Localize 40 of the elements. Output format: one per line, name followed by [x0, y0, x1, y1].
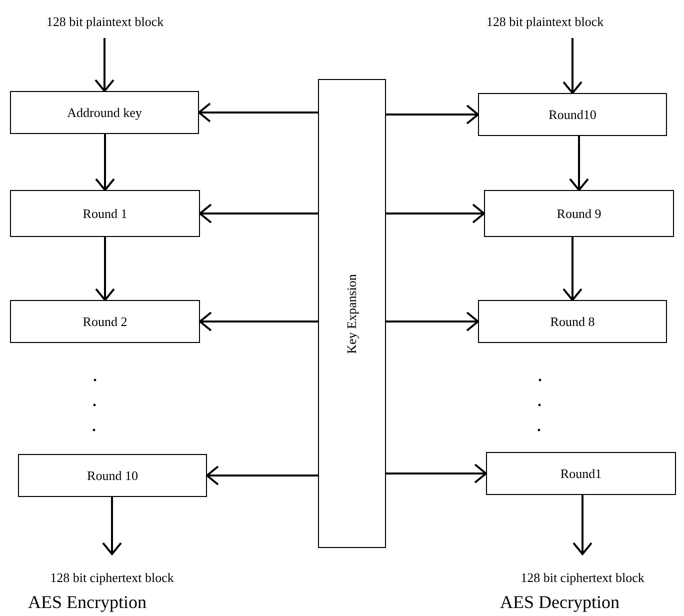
- arrow: [102, 497, 122, 555]
- arrow: [199, 204, 318, 224]
- round-box: [484, 190, 674, 237]
- arrow: [95, 237, 115, 301]
- text-label: 128 bit ciphertext block: [12, 568, 212, 588]
- round-box: [10, 91, 199, 134]
- round-box: [10, 190, 200, 237]
- round-box: [478, 300, 667, 343]
- box-text: Key Expansion: [344, 274, 360, 354]
- text-label: 128 bit ciphertext block: [485, 568, 680, 588]
- key-expansion-bar: [318, 79, 386, 548]
- round-box: [10, 300, 200, 343]
- diagram-caption: AES Encryption: [28, 592, 146, 613]
- text-label: 128 bit plaintext block: [455, 12, 635, 32]
- box-text: Round 1: [82, 206, 128, 222]
- box-text: Addround key: [67, 104, 142, 120]
- arrow: [386, 204, 485, 224]
- round-box: [18, 454, 207, 497]
- box-text: Round1: [560, 466, 602, 482]
- box-text: Round 9: [556, 206, 602, 222]
- arrow: [94, 38, 114, 92]
- arrow: [386, 464, 487, 484]
- diagram-caption: AES Decryption: [500, 592, 620, 613]
- arrow: [569, 136, 589, 191]
- box-text: Round10: [548, 106, 596, 122]
- arrow: [386, 104, 479, 124]
- arrow: [572, 495, 592, 555]
- arrow: [198, 102, 318, 122]
- round-box: [478, 93, 667, 136]
- box-text: Round 2: [82, 314, 128, 330]
- arrow: [95, 134, 115, 191]
- arrow: [562, 237, 582, 301]
- box-text: Round 8: [550, 314, 595, 330]
- box-text: Round 10: [87, 468, 138, 484]
- arrow: [199, 312, 318, 332]
- round-box: [486, 452, 676, 495]
- arrow: [386, 312, 479, 332]
- arrow: [206, 466, 318, 486]
- arrow: [562, 38, 582, 94]
- text-label: 128 bit plaintext block: [20, 12, 190, 32]
